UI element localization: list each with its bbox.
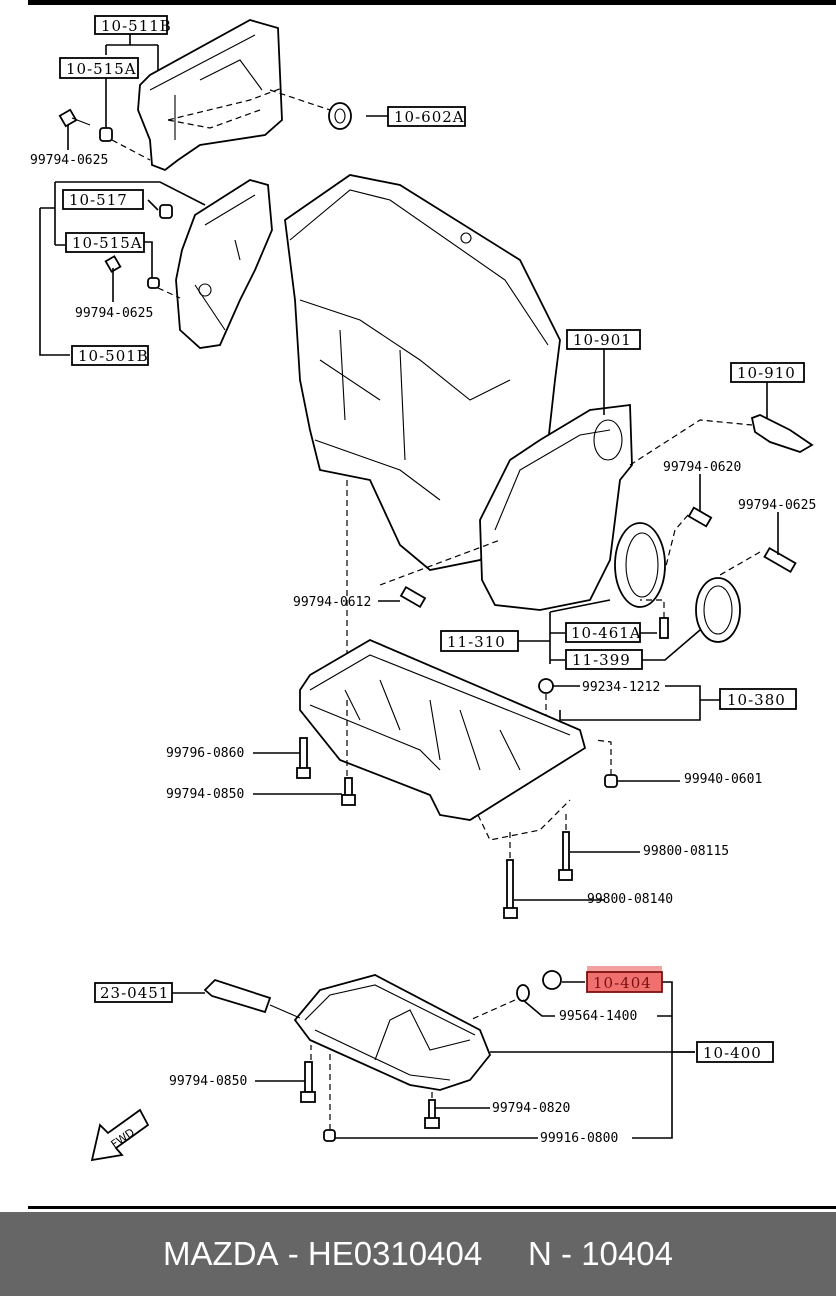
part-number-label[interactable]: 99794-0625 bbox=[75, 306, 153, 321]
bolt-0860 bbox=[299, 737, 308, 771]
bushing-upper bbox=[99, 127, 113, 142]
boxed-label-10-501B[interactable]: 10-501B bbox=[71, 345, 149, 366]
nut-0800 bbox=[323, 1129, 336, 1142]
footer-separator-2: - bbox=[551, 1235, 582, 1272]
bolt-0850-lower bbox=[304, 1061, 313, 1093]
svg-text:10-461A: 10-461A bbox=[571, 624, 642, 642]
boxed-label-11-399[interactable]: 11-399 bbox=[565, 649, 643, 670]
svg-text:10-501B: 10-501B bbox=[78, 347, 149, 365]
svg-text:10-515A: 10-515A bbox=[66, 60, 137, 78]
svg-text:10-380: 10-380 bbox=[727, 691, 786, 709]
bolt-lower bbox=[104, 255, 122, 273]
bolt-0612 bbox=[399, 585, 427, 609]
boxed-label-23-0451[interactable]: 23-0451 bbox=[94, 982, 173, 1003]
boxed-label-10-404-highlighted[interactable]: 10-404 bbox=[586, 966, 663, 993]
part-number-label[interactable]: 99794-0625 bbox=[738, 498, 816, 513]
bolt-upper bbox=[58, 108, 91, 128]
rear-oil-seal bbox=[695, 577, 741, 643]
lower-timing-cover bbox=[175, 179, 273, 349]
boxed-label-10-511B[interactable]: 10-511B bbox=[94, 15, 172, 35]
svg-text:11-399: 11-399 bbox=[572, 651, 631, 669]
rear-seal-housing bbox=[614, 522, 666, 608]
bolt-0820 bbox=[428, 1099, 436, 1121]
bolt-0620 bbox=[687, 506, 713, 528]
drain-plug bbox=[542, 970, 562, 990]
part-number-label[interactable]: 99916-0800 bbox=[540, 1131, 618, 1146]
upper-timing-cover bbox=[137, 19, 283, 172]
boxed-label-10-517[interactable]: 10-517 bbox=[62, 189, 144, 210]
footer-separator: - bbox=[278, 1235, 308, 1272]
part-number-label[interactable]: 99794-0612 bbox=[293, 595, 371, 610]
part-number-label[interactable]: 99564-1400 bbox=[559, 1009, 637, 1024]
bolt-08140 bbox=[506, 859, 514, 911]
plug-1212 bbox=[538, 678, 554, 694]
svg-text:10-404: 10-404 bbox=[593, 974, 652, 992]
boxed-label-10-461A[interactable]: 10-461A bbox=[565, 622, 642, 643]
part-number-label[interactable]: 99234-1212 bbox=[582, 680, 660, 695]
svg-text:10-910: 10-910 bbox=[737, 364, 796, 382]
leader-lines bbox=[39, 32, 779, 1139]
drain-gasket bbox=[516, 984, 530, 1002]
bushing-517 bbox=[159, 204, 173, 219]
footer-gap bbox=[482, 1235, 528, 1273]
svg-text:10-901: 10-901 bbox=[573, 331, 632, 349]
boxed-label-10-400[interactable]: 10-400 bbox=[696, 1041, 774, 1063]
part-number-label[interactable]: 99794-0625 bbox=[30, 153, 108, 168]
svg-text:10-517: 10-517 bbox=[69, 191, 128, 209]
parts-diagram: FWD 10-511B bbox=[28, 0, 836, 1209]
svg-text:10-515A: 10-515A bbox=[72, 234, 143, 252]
svg-text:10-602A: 10-602A bbox=[394, 108, 465, 126]
svg-text:11-310: 11-310 bbox=[447, 633, 506, 651]
oil-pan-upper bbox=[299, 638, 587, 841]
footer-n-number: 10404 bbox=[581, 1235, 673, 1272]
footer-bar: MAZDA - HE0310404 N - 10404 bbox=[0, 1212, 836, 1296]
part-number-label[interactable]: 99794-0620 bbox=[663, 460, 741, 475]
boxed-label-10-901[interactable]: 10-901 bbox=[566, 329, 641, 350]
boxed-label-10-910[interactable]: 10-910 bbox=[730, 362, 805, 383]
part-number-label[interactable]: 99940-0601 bbox=[684, 772, 762, 787]
boxed-label-10-515A-bottom[interactable]: 10-515A bbox=[65, 232, 145, 253]
fwd-arrow: FWD bbox=[90, 1108, 150, 1162]
part-number-label[interactable]: 99794-0820 bbox=[492, 1101, 570, 1116]
footer-brand: MAZDA bbox=[163, 1235, 279, 1272]
bushing-lower bbox=[147, 277, 160, 289]
bottom-border bbox=[28, 1206, 836, 1209]
top-border bbox=[28, 0, 836, 5]
boxed-label-10-515A-top[interactable]: 10-515A bbox=[59, 57, 139, 79]
dowel-461A bbox=[659, 617, 669, 639]
bolt-0625 bbox=[763, 546, 797, 574]
boxed-label-10-602A[interactable]: 10-602A bbox=[387, 106, 466, 127]
footer-n-prefix: N bbox=[528, 1235, 552, 1272]
bolt-08115 bbox=[562, 831, 570, 873]
dipstick-gauge bbox=[203, 978, 272, 1014]
oil-seal-front bbox=[328, 102, 352, 130]
oil-pan bbox=[293, 974, 492, 1091]
nut-0601 bbox=[604, 774, 618, 788]
bracket-910 bbox=[750, 414, 814, 453]
svg-text:10-400: 10-400 bbox=[703, 1044, 762, 1062]
rear-end-plate bbox=[479, 403, 633, 611]
part-number-label[interactable]: 99800-08115 bbox=[643, 844, 729, 859]
svg-text:23-0451: 23-0451 bbox=[100, 984, 169, 1002]
part-number-label[interactable]: 99794-0850 bbox=[169, 1074, 247, 1089]
engine-block bbox=[284, 174, 561, 571]
svg-text:10-511B: 10-511B bbox=[101, 17, 172, 35]
footer-oem-number: HE0310404 bbox=[307, 1235, 483, 1272]
boxed-label-10-380[interactable]: 10-380 bbox=[719, 688, 797, 710]
part-number-label[interactable]: 99796-0860 bbox=[166, 746, 244, 761]
part-number-label[interactable]: 99794-0850 bbox=[166, 787, 244, 802]
part-number-label[interactable]: 99800-08140 bbox=[587, 892, 673, 907]
bolt-0850-upper bbox=[344, 777, 353, 797]
boxed-label-11-310[interactable]: 11-310 bbox=[440, 630, 519, 652]
leader bbox=[111, 139, 151, 161]
